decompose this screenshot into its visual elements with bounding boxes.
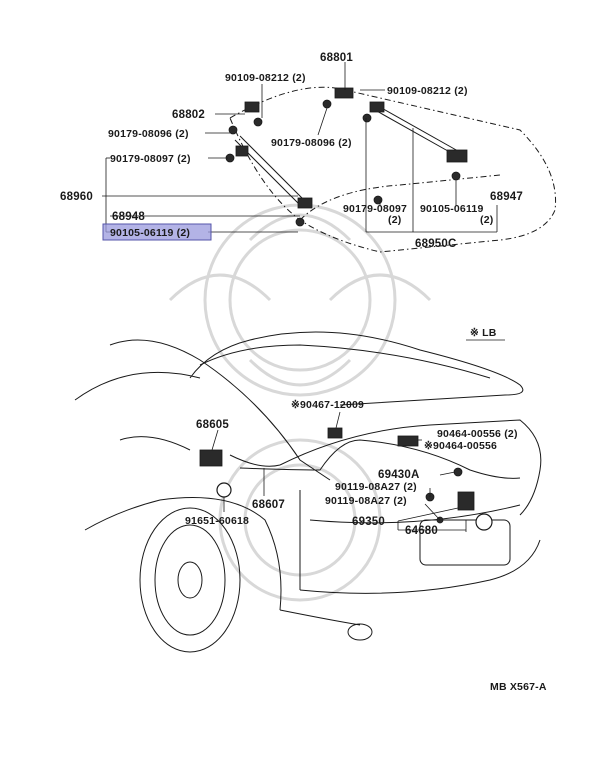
label-90179-08097-right: 90179-08097 <box>343 203 407 215</box>
top-trunk-lid-diagram <box>102 62 557 253</box>
label-90109-08212-right: 90109-08212 (2) <box>387 85 468 97</box>
label-68801: 68801 <box>320 52 353 64</box>
label-68950C: 68950C <box>415 238 456 250</box>
reference-code: MB X567-A <box>490 681 547 693</box>
label-90179-08096-center: 90179-08096 (2) <box>271 137 352 149</box>
label-68605: 68605 <box>196 419 229 431</box>
label-69350: 69350 <box>352 516 385 528</box>
label-68960: 68960 <box>60 191 93 203</box>
label-69430A: 69430A <box>378 469 419 481</box>
label-90179-08097-right-qty: (2) <box>388 214 401 226</box>
label-90105-06119-right-qty: (2) <box>480 214 493 226</box>
label-90109-08212-left: 90109-08212 (2) <box>225 72 306 84</box>
label-90179-08096-left: 90179-08096 (2) <box>108 128 189 140</box>
label-90464-00556-b: ※90464-00556 <box>424 440 497 452</box>
label-90179-08097-left: 90179-08097 (2) <box>110 153 191 165</box>
label-68947: 68947 <box>490 191 523 203</box>
label-68948: 68948 <box>112 211 145 223</box>
label-lb-note: ※ LB <box>470 327 497 339</box>
label-91651-60618: 91651-60618 <box>185 515 249 527</box>
car-rear-diagram <box>74 331 542 653</box>
label-90105-06119-right: 90105-06119 <box>420 203 484 215</box>
label-64680: 64680 <box>405 525 438 537</box>
label-90119-08A27-b: 90119-08A27 (2) <box>325 495 407 507</box>
label-90467-12009: ※90467-12009 <box>291 399 364 411</box>
label-90119-08A27-a: 90119-08A27 (2) <box>335 481 417 493</box>
highlight-box[interactable] <box>102 223 212 241</box>
label-90464-00556-a: 90464-00556 (2) <box>437 428 518 440</box>
label-90105-06119-highlighted[interactable]: 90105-06119 (2) <box>110 227 190 239</box>
label-68802: 68802 <box>172 109 205 121</box>
label-68607: 68607 <box>252 499 285 511</box>
